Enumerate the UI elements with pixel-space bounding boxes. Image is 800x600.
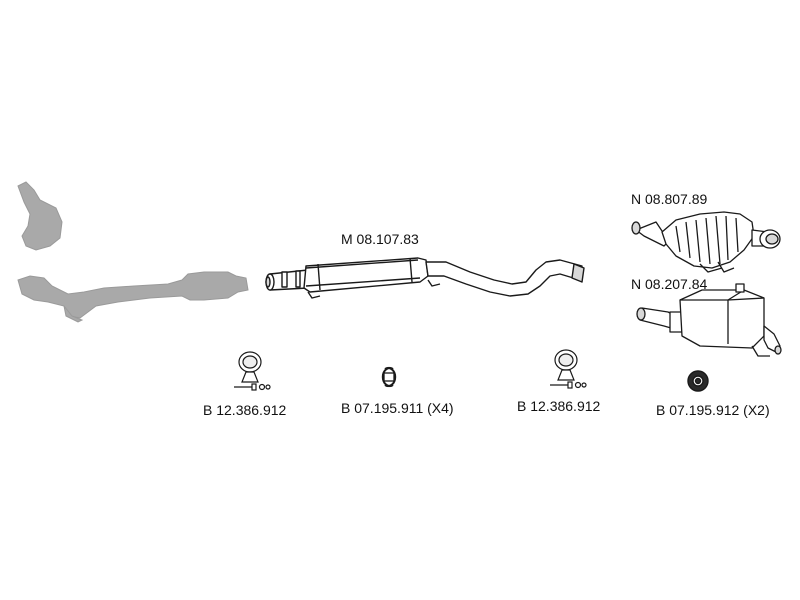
rear-muffler-top-label: N 08.807.89 <box>631 191 708 207</box>
clamp-left <box>234 351 271 391</box>
rear-muffler-top <box>631 211 781 273</box>
ring-mount-label: B 07.195.911 (X4) <box>341 400 454 416</box>
ring-mount <box>381 367 397 387</box>
clamp-left-label: B 12.386.912 <box>203 402 287 418</box>
rear-muffler-bottom <box>636 283 782 357</box>
clamp-right-label: B 12.386.912 <box>517 398 601 414</box>
middle-muffler-label: M 08.107.83 <box>341 231 419 247</box>
rear-muffler-bottom-label: N 08.207.84 <box>631 276 708 292</box>
rubber-mount-label: B 07.195.912 (X2) <box>656 402 770 418</box>
middle-muffler <box>265 257 585 299</box>
catalytic-converter-ghost <box>17 181 63 251</box>
clamp-right <box>550 349 587 389</box>
rubber-mount <box>687 370 709 392</box>
front-pipe-ghost <box>17 271 249 323</box>
